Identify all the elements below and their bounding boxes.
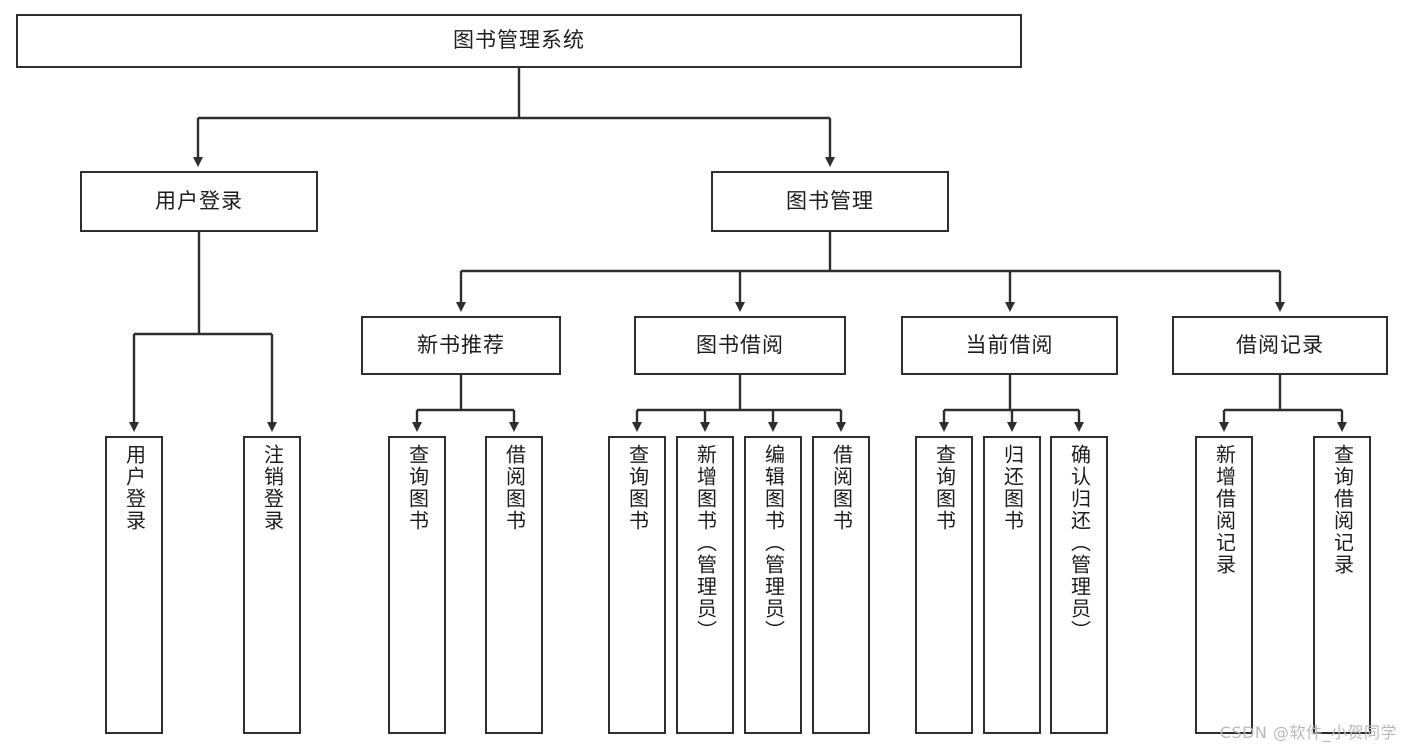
node-new-book-recommend[interactable]: 新书推荐 [361, 316, 561, 375]
leaf-logout-label: 注销登录 [260, 444, 285, 532]
node-book-manage-label: 图书管理 [786, 188, 874, 213]
leaf-bb-edit-book-label: 编辑图书（管理员） [761, 444, 786, 642]
leaf-cb-query-book[interactable]: 查询图书 [915, 436, 973, 734]
leaf-cb-return-book[interactable]: 归还图书 [983, 436, 1041, 734]
leaf-nb-query-book[interactable]: 查询图书 [388, 436, 446, 734]
watermark: CSDN @软件_小贺同学 [1219, 723, 1397, 742]
leaf-logout[interactable]: 注销登录 [243, 436, 301, 734]
leaf-user-login-label: 用户登录 [122, 444, 147, 532]
leaf-br-add-record-label: 新增借阅记录 [1212, 444, 1237, 576]
node-new-book-recommend-label: 新书推荐 [417, 332, 505, 357]
node-user-login-label: 用户登录 [155, 188, 243, 213]
leaf-cb-query-book-label: 查询图书 [932, 444, 957, 532]
leaf-cb-return-book-label: 归还图书 [1000, 444, 1025, 532]
node-current-borrow-label: 当前借阅 [965, 332, 1054, 357]
node-user-login[interactable]: 用户登录 [80, 171, 318, 232]
node-root[interactable]: 图书管理系统 [16, 14, 1022, 68]
node-book-manage[interactable]: 图书管理 [711, 171, 949, 232]
node-borrow-record-label: 借阅记录 [1236, 332, 1324, 357]
leaf-bb-edit-book[interactable]: 编辑图书（管理员） [744, 436, 802, 734]
leaf-nb-query-book-label: 查询图书 [405, 444, 430, 532]
node-borrow-record[interactable]: 借阅记录 [1172, 316, 1388, 375]
leaf-br-add-record[interactable]: 新增借阅记录 [1195, 436, 1253, 734]
leaf-bb-add-book[interactable]: 新增图书（管理员） [676, 436, 734, 734]
leaf-nb-borrow-book[interactable]: 借阅图书 [485, 436, 543, 734]
leaf-nb-borrow-book-label: 借阅图书 [502, 444, 527, 532]
node-book-borrow[interactable]: 图书借阅 [634, 316, 846, 375]
leaf-bb-add-book-label: 新增图书（管理员） [693, 444, 718, 642]
leaf-user-login[interactable]: 用户登录 [105, 436, 163, 734]
leaf-br-query-record[interactable]: 查询借阅记录 [1313, 436, 1371, 734]
leaf-cb-confirm-return-label: 确认归还（管理员） [1067, 444, 1092, 642]
node-book-borrow-label: 图书借阅 [696, 332, 784, 357]
node-current-borrow[interactable]: 当前借阅 [901, 316, 1118, 375]
leaf-cb-confirm-return[interactable]: 确认归还（管理员） [1050, 436, 1108, 734]
leaf-bb-query-book[interactable]: 查询图书 [608, 436, 666, 734]
leaf-bb-borrow-book-label: 借阅图书 [829, 444, 854, 532]
leaf-bb-borrow-book[interactable]: 借阅图书 [812, 436, 870, 734]
leaf-bb-query-book-label: 查询图书 [625, 444, 650, 532]
leaf-br-query-record-label: 查询借阅记录 [1330, 444, 1355, 576]
node-root-label: 图书管理系统 [453, 28, 585, 53]
